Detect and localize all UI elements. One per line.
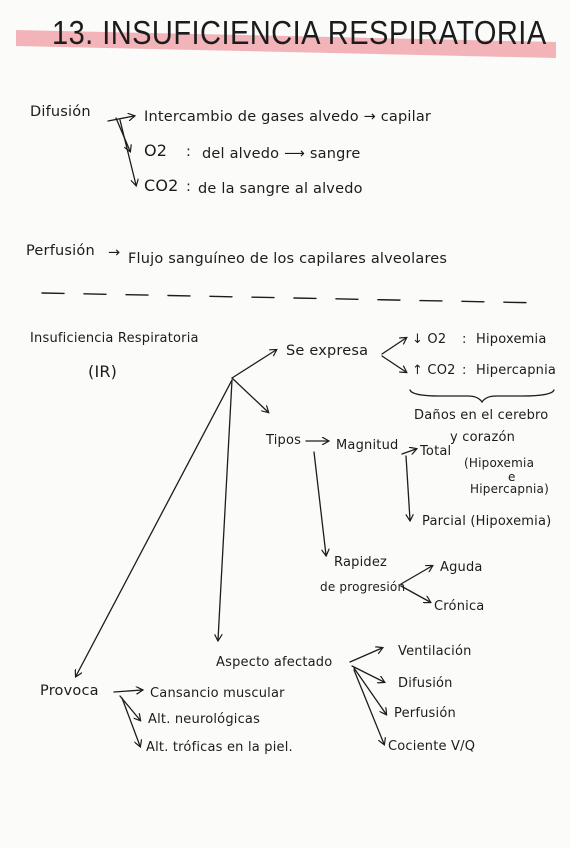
parcial-label: Parcial (Hipoxemia) xyxy=(422,514,552,529)
o2-decrease: ↓ O2 xyxy=(412,332,447,347)
o2-sep: : xyxy=(186,144,192,160)
o2-label: O2 xyxy=(144,141,168,160)
aspecto-difusion: Difusión xyxy=(398,676,453,691)
tipos-label: Tipos xyxy=(266,433,302,448)
aspecto-perfusion: Perfusión xyxy=(394,706,456,721)
co2-text: de la sangre al alvedo xyxy=(198,181,363,197)
co2-increase-sep: : xyxy=(462,363,467,378)
difusion-line1: Intercambio de gases alvedo → capilar xyxy=(144,109,432,125)
provoca-cansancio: Cansancio muscular xyxy=(150,686,285,701)
aspecto-ventilacion: Ventilación xyxy=(398,644,472,659)
danos-line2: y corazón xyxy=(450,430,516,445)
hipoxemia-label: Hipoxemia xyxy=(476,332,547,347)
hipercapnia-label: Hipercapnia xyxy=(476,363,557,378)
rapidez-label-1: Rapidez xyxy=(334,555,388,570)
perfusion-label: Perfusión xyxy=(26,243,95,259)
total-detail-1: (Hipoxemia xyxy=(464,456,535,470)
aspecto-cociente: Cociente V/Q xyxy=(388,739,476,754)
page-title: 13. INSUFICIENCIA RESPIRATORIA xyxy=(52,14,547,51)
ir-abbr: (IR) xyxy=(88,362,118,381)
co2-sep: : xyxy=(186,179,192,195)
provoca-label: Provoca xyxy=(40,683,99,699)
perfusion-arrow: → xyxy=(108,245,121,261)
provoca-neurologicas: Alt. neurológicas xyxy=(148,712,261,727)
o2-text: del alvedo ⟶ sangre xyxy=(202,146,361,162)
magnitud-label: Magnitud xyxy=(336,438,399,453)
o2-decrease-sep: : xyxy=(462,332,467,347)
title-highlight xyxy=(16,30,556,58)
total-label: Total xyxy=(420,444,452,459)
se-expresa-label: Se expresa xyxy=(286,343,369,359)
aspecto-afectado-label: Aspecto afectado xyxy=(216,655,333,670)
perfusion-text: Flujo sanguíneo de los capilares alveola… xyxy=(128,251,448,267)
co2-increase: ↑ CO2 xyxy=(412,363,456,378)
aguda-label: Aguda xyxy=(440,560,483,575)
ir-label: Insuficiencia Respiratoria xyxy=(30,331,199,346)
total-detail-3: Hipercapnia) xyxy=(470,482,549,496)
rapidez-label-2: de progresión xyxy=(320,580,406,594)
total-detail-2: e xyxy=(508,470,516,484)
cronica-label: Crónica xyxy=(434,599,485,614)
danos-line1: Daños en el cerebro xyxy=(414,408,549,423)
co2-label: CO2 xyxy=(144,176,179,195)
provoca-troficas: Alt. tróficas en la piel. xyxy=(146,740,293,755)
difusion-label: Difusión xyxy=(30,104,91,120)
